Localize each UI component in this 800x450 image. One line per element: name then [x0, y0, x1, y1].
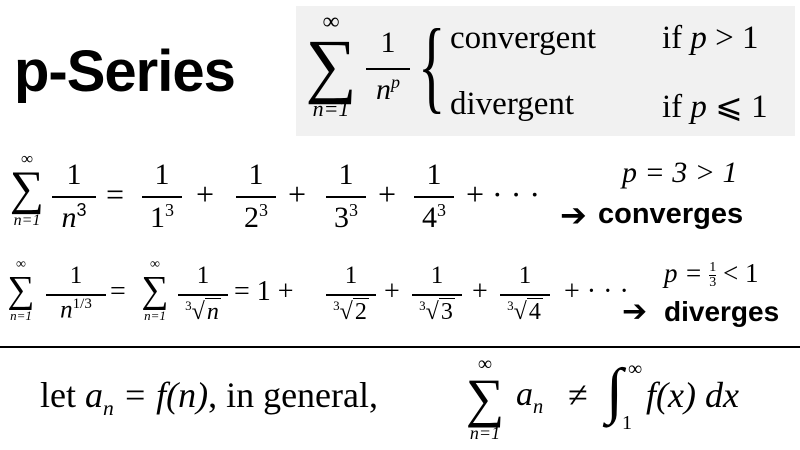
example-2-sum-2: ∞ ∑ n=1: [141, 257, 169, 324]
right-arrow-icon: ➔: [560, 197, 587, 233]
integral-symbol: ∫: [606, 357, 623, 425]
example-1-term-3: 1 33: [326, 158, 366, 238]
sum-lower: n=1: [312, 96, 350, 121]
example-2-term-1: 1 3√2: [326, 262, 376, 332]
example-2-equals: =: [110, 276, 126, 307]
example-1-equals: =: [106, 176, 125, 212]
cases-brace: {: [418, 8, 446, 123]
definition-fraction: 1 np: [366, 26, 410, 116]
example-2-term-3: 1 3√4: [500, 262, 550, 332]
integral-upper: ∞: [628, 358, 643, 380]
plus-sign: +: [378, 176, 397, 212]
case-divergent: divergent: [450, 86, 574, 123]
example-1-term-2: 1 23: [236, 158, 276, 238]
converges-label: converges: [598, 198, 744, 230]
plus-sign: +: [472, 276, 488, 307]
example-2-equals-one: = 1 +: [234, 276, 294, 307]
example-2-lhs-fraction: 1 n1/3: [46, 262, 106, 332]
fraction-numerator: 1: [380, 26, 396, 59]
footer-sum-term: an: [516, 376, 544, 418]
integrand: f(x) dx: [646, 375, 739, 415]
not-equal-sign: ≠: [568, 375, 588, 415]
sigma-symbol: ∑: [305, 25, 357, 105]
definition-sum: ∞ ∑ n=1: [300, 10, 362, 122]
example-1-condition: p = 3 > 1: [622, 156, 738, 189]
example-2-mid-fraction: 1 3√n: [178, 262, 228, 332]
example-1-ellipsis: + · · ·: [466, 176, 541, 212]
example-2-ellipsis: + · · ·: [564, 276, 629, 307]
fraction-denominator: np: [376, 72, 400, 106]
right-arrow-icon: ➔: [622, 295, 648, 328]
plus-sign: +: [196, 176, 215, 212]
example-1-lhs-fraction: 1 n3: [52, 158, 96, 238]
footer-let-clause: let an = f(n), in general,: [40, 375, 378, 421]
case-divergent-condition: if p ⩽ 1: [662, 89, 768, 125]
section-divider: [0, 346, 800, 348]
example-2-condition: p = 1 3 < 1: [664, 258, 759, 291]
plus-sign: +: [384, 276, 400, 307]
example-2-sum: ∞ ∑ n=1: [7, 257, 35, 324]
footer-sum: ∞ ∑ n=1: [465, 353, 505, 443]
case-convergent: convergent: [450, 20, 596, 57]
case-convergent-label: convergent: [450, 20, 597, 56]
example-1-term-4: 1 43: [414, 158, 454, 238]
definition-box: [296, 6, 795, 136]
case-divergent-label: divergent: [450, 86, 575, 122]
sum-upper: ∞: [322, 9, 340, 35]
page-title: p-Series: [14, 39, 236, 104]
diverges-label: diverges: [664, 296, 780, 327]
example-2-term-2: 1 3√3: [412, 262, 462, 332]
example-1-sum: ∞ ∑ n=1: [9, 149, 45, 229]
plus-sign: +: [288, 176, 307, 212]
example-1-term-1: 1 13: [142, 158, 182, 238]
integral-lower: 1: [622, 412, 632, 434]
case-convergent-condition: if p > 1: [662, 20, 759, 56]
